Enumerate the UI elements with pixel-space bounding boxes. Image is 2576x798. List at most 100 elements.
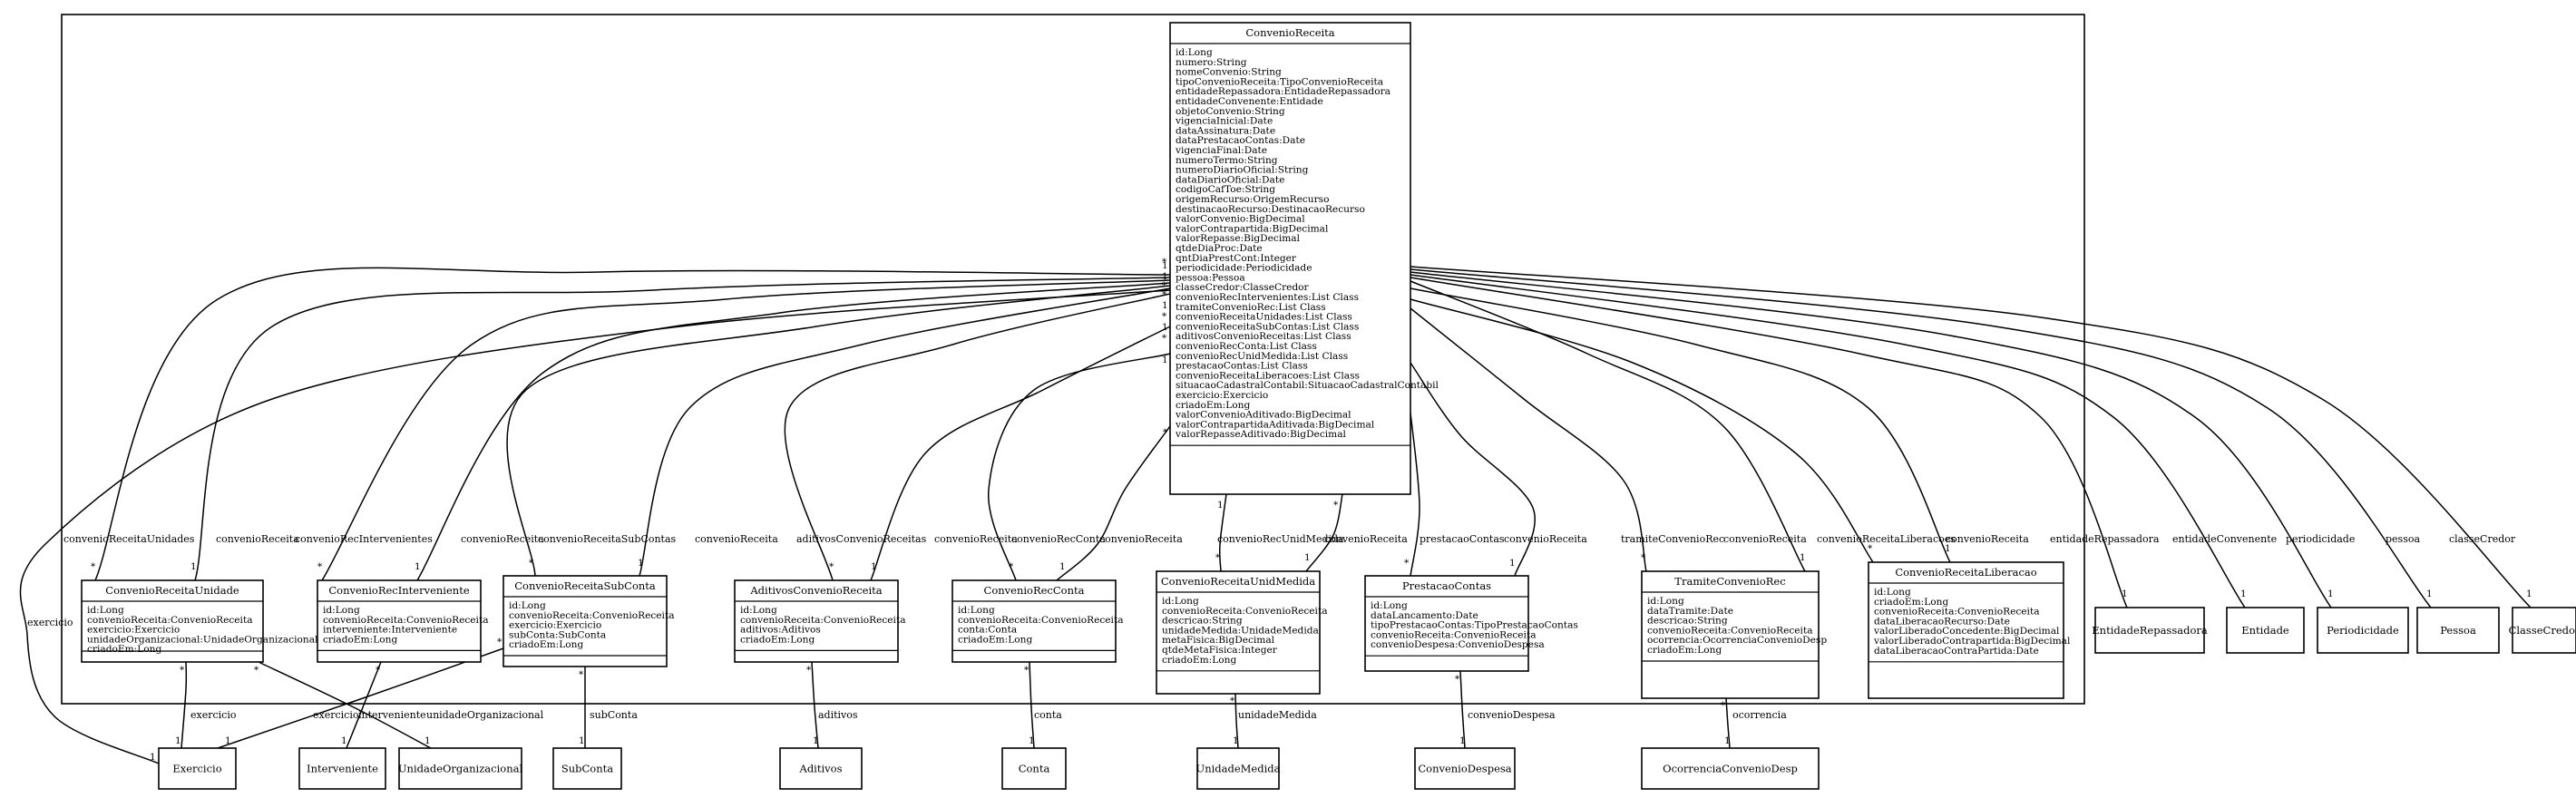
class-interveniente[interactable]: Interveniente [298,747,386,790]
class-convenio-rec-interveniente[interactable]: ConvenioRecIntervenienteid:LongconvenioR… [317,579,489,663]
association-cr-cri-2 [416,282,1171,581]
class-convenio-rec-conta[interactable]: ConvenioRecContaid:LongconvenioReceita:C… [951,579,1124,663]
association-label: convenioReceita [1946,533,2029,545]
class-convenio-receita-unidade[interactable]: ConvenioReceitaUnidadeid:LongconvenioRec… [81,579,318,663]
class-name: Interveniente [307,763,378,775]
multiplicity-target: * [1641,552,1646,563]
association-label: convenioReceita [461,533,544,545]
class-box [1196,747,1280,790]
class-attribute: destinacaoRecurso:DestinacaoRecurso [1176,204,1365,215]
association-label: convenioReceitaLiberacoes [1817,533,1956,545]
class-ocorrencia-convenio-desp[interactable]: OcorrenciaConvenioDesp [1641,747,1820,790]
multiplicity-source: 1 [1162,271,1168,282]
multiplicity-target: * [91,561,96,572]
class-convenio-receita[interactable]: ConvenioReceitaid:Longnumero:StringnomeC… [1169,22,1439,495]
association-label: convenioReceita [216,533,299,545]
class-box [734,579,899,663]
class-attribute: prestacaoContas:List Class [1176,361,1308,372]
class-periodicidade[interactable]: Periodicidade [2317,607,2409,654]
class-entidade[interactable]: Entidade [2226,607,2305,654]
class-box [2094,607,2205,654]
class-box [779,747,863,790]
association-acr-adi [811,661,819,749]
multiplicity-source: * [1230,696,1235,706]
class-aditivos-convenio-receita[interactable]: AditivosConvenioReceitaid:LongconvenioRe… [734,579,906,663]
class-attribute: numero:String [1176,57,1247,68]
multiplicity-source: * [1162,280,1167,291]
association-label: convenioRecConta [1011,533,1106,545]
association-cr-er [1410,277,2128,608]
class-pessoa[interactable]: Pessoa [2416,607,2500,654]
class-name: Exercicio [172,763,221,775]
class-entidade-repassadora[interactable]: EntidadeRepassadora [2092,607,2208,654]
class-sub-conta[interactable]: SubConta [552,747,622,790]
class-name: ConvenioReceitaLiberacao [1895,566,2036,579]
association-label: convenioReceitaSubContas [538,533,677,545]
class-conta[interactable]: Conta [1001,747,1067,790]
class-attribute: origemRecurso:OrigemRecurso [1176,194,1330,205]
multiplicity-target: * [317,561,323,572]
class-unidade-organizacional[interactable]: UnidadeOrganizacional [398,747,523,790]
multiplicity-target: 1 [1800,552,1806,563]
multiplicity-source: 1 [1217,500,1224,511]
association-cr-cri-1 [321,279,1171,581]
association-label: pessoa [2386,533,2420,545]
class-attribute: id:Long [740,605,777,616]
association-crum-um [1234,693,1239,749]
class-name: ConvenioReceitaUnidade [105,584,239,597]
class-attribute: criadoEm:Long [509,639,583,650]
class-attribute: criadoEm:Long [87,644,161,655]
class-box [1364,575,1529,672]
class-convenio-receita-liberacao[interactable]: ConvenioReceitaLiberacaoid:LongcriadoEm:… [1868,561,2071,699]
class-attribute: valorLiberadoContrapartida:BigDecimal [1873,636,2071,647]
class-classe-credor[interactable]: ClasseCredor [2509,607,2576,654]
class-attribute: descricao:String [1647,616,1728,627]
class-tramite-convenio-rec[interactable]: TramiteConvenioRecid:LongdataTramite:Dat… [1641,570,1827,699]
association-cr-cru-1 [94,267,1171,581]
class-convenio-despesa[interactable]: ConvenioDespesa [1414,747,1516,790]
class-attribute: dataTramite:Date [1647,606,1733,617]
class-name: ConvenioReceitaSubConta [514,579,656,592]
association-label: ocorrencia [1732,709,1787,721]
class-box [298,747,386,790]
class-attribute: vigenciaFinal:Date [1175,145,1267,156]
class-prestacao-contas[interactable]: PrestacaoContasid:LongdataLancamento:Dat… [1364,575,1578,672]
association-label: convenioReceitaUnidades [63,533,195,545]
association-cr-crs-1 [506,285,1171,577]
association-label: exercicio [190,709,237,721]
multiplicity-source: * [579,669,584,680]
class-attribute: convenioRecConta:List Class [1176,341,1317,352]
multiplicity-source: * [1721,700,1726,711]
class-attribute: valorConvenioAditivado:BigDecimal [1175,410,1351,421]
class-name: Periodicidade [2327,624,2399,637]
class-attribute: convenioDespesa:ConvenioDespesa [1371,639,1545,650]
association-cr-crs-2 [639,287,1171,577]
association-cr-cc [1410,266,2532,608]
association-cr-ent [1410,274,2246,608]
class-name: TramiteConvenioRec [1674,575,1785,588]
association-label: convenioReceita [1099,533,1183,545]
association-label: convenioRecIntervenientes [295,533,433,545]
class-unidade-medida[interactable]: UnidadeMedida [1196,747,1281,790]
association-cr-acr-2 [870,326,1171,581]
class-attribute: metaFisica:BigDecimal [1162,635,1275,646]
class-attribute: dataLiberacaoRecurso:Date [1874,616,2010,627]
class-name: ConvenioRecConta [984,584,1085,597]
class-name: PrestacaoContas [1402,579,1491,592]
association-cru-exe [181,661,188,749]
association-pc-cd [1459,670,1466,749]
class-aditivos[interactable]: Aditivos [779,747,863,790]
class-name: ClasseCredor [2509,624,2576,637]
multiplicity-source: * [1162,257,1167,268]
class-box [317,579,482,663]
class-convenio-receita-unid-medida[interactable]: ConvenioReceitaUnidMedidaid:Longconvenio… [1156,570,1328,695]
class-convenio-receita-sub-conta[interactable]: ConvenioReceitaSubContaid:LongconvenioRe… [503,575,675,667]
association-cr-crc-2 [1056,425,1171,581]
class-exercicio[interactable]: Exercicio [158,747,237,790]
class-attribute: valorContrapartidaAditivada:BigDecimal [1175,419,1375,430]
class-attribute: convenioReceita:ConvenioReceita [1162,606,1328,617]
multiplicity-target: 1 [341,735,347,746]
class-attribute: unidadeOrganizacional:UnidadeOrganizacio… [87,634,318,645]
association-label: subConta [590,709,638,721]
